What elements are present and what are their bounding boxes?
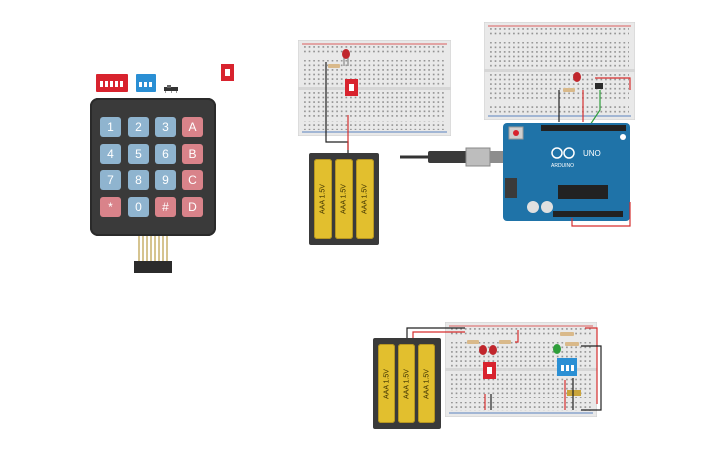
breadboard-2-components[interactable] xyxy=(555,70,645,130)
battery-cell: AAA 1.5V xyxy=(335,159,353,239)
battery-cell: AAA 1.5V xyxy=(418,344,435,423)
battery-cell: AAA 1.5V xyxy=(378,344,395,423)
keypad-ribbon-cable xyxy=(138,236,168,262)
transistor[interactable] xyxy=(595,83,603,89)
breadboard-1-components[interactable] xyxy=(322,48,362,100)
battery-cell-label: AAA 1.5V xyxy=(319,184,327,214)
keypad-key[interactable]: 4 xyxy=(100,144,121,164)
pushbutton-red-cap xyxy=(225,69,230,76)
dip-switch-blue[interactable] xyxy=(136,74,156,92)
wires-battery-1 xyxy=(325,62,349,155)
battery-cell: AAA 1.5V xyxy=(314,159,332,239)
led-red[interactable] xyxy=(342,49,350,59)
keypad-key[interactable]: A xyxy=(182,117,203,137)
slide-switch-graphic xyxy=(164,85,178,93)
keypad-key[interactable]: 3 xyxy=(155,117,176,137)
keypad-key[interactable]: * xyxy=(100,197,121,217)
keypad-key[interactable]: 5 xyxy=(128,144,149,164)
battery-cell-label: AAA 1.5V xyxy=(383,368,390,399)
arduino-uno-label: UNO xyxy=(583,149,601,158)
arduino-brand-label: ARDUINO xyxy=(551,163,575,169)
battery-cell: AAA 1.5V xyxy=(356,159,374,239)
keypad-key[interactable]: C xyxy=(182,170,203,190)
arduino-wires xyxy=(571,202,631,227)
dip-switch-red[interactable] xyxy=(96,74,128,92)
resistor[interactable] xyxy=(328,64,340,68)
keypad-key[interactable]: D xyxy=(182,197,203,217)
keypad-pin-header xyxy=(134,261,172,273)
keypad-key[interactable]: 6 xyxy=(155,144,176,164)
keypad-key[interactable]: B xyxy=(182,144,203,164)
led-red-2[interactable] xyxy=(573,72,581,82)
keypad-key[interactable]: 9 xyxy=(155,170,176,190)
resistor-2[interactable] xyxy=(563,88,575,92)
slide-switch[interactable] xyxy=(164,80,180,93)
keypad-4x4[interactable]: 1 2 3 A 4 5 6 B 7 8 9 C * 0 # D xyxy=(90,98,216,236)
battery-cell-label: AAA 1.5V xyxy=(361,184,369,214)
led-red-4[interactable] xyxy=(489,345,497,355)
battery-cell-label: AAA 1.5V xyxy=(423,368,430,399)
sensor-component[interactable] xyxy=(567,390,581,396)
battery-cell: AAA 1.5V xyxy=(398,344,415,423)
arduino-uno-board[interactable]: UNO ARDUINO xyxy=(503,123,630,221)
battery-cell-label: AAA 1.5V xyxy=(403,368,410,399)
led-red-3[interactable] xyxy=(479,345,487,355)
keypad-key[interactable]: 8 xyxy=(128,170,149,190)
dip-switch-red-graphic xyxy=(100,81,123,87)
led-green[interactable] xyxy=(553,344,561,354)
dip-switch-blue-graphic xyxy=(139,82,152,87)
pushbutton-red[interactable] xyxy=(221,64,234,81)
keypad-key[interactable]: 0 xyxy=(128,197,149,217)
keypad-key[interactable]: # xyxy=(155,197,176,217)
keypad-key[interactable]: 2 xyxy=(128,117,149,137)
battery-pack-3xaaa-bottom[interactable]: AAA 1.5V AAA 1.5V AAA 1.5V xyxy=(373,338,441,429)
keypad-key[interactable]: 1 xyxy=(100,117,121,137)
battery-cell-label: AAA 1.5V xyxy=(340,184,348,214)
keypad-key[interactable]: 7 xyxy=(100,170,121,190)
usb-cable[interactable] xyxy=(400,146,505,168)
battery-pack-3xaaa-top[interactable]: AAA 1.5V AAA 1.5V AAA 1.5V xyxy=(309,153,379,245)
breadboard-small-1[interactable] xyxy=(298,40,451,136)
arduino-uno-graphic xyxy=(505,125,626,217)
